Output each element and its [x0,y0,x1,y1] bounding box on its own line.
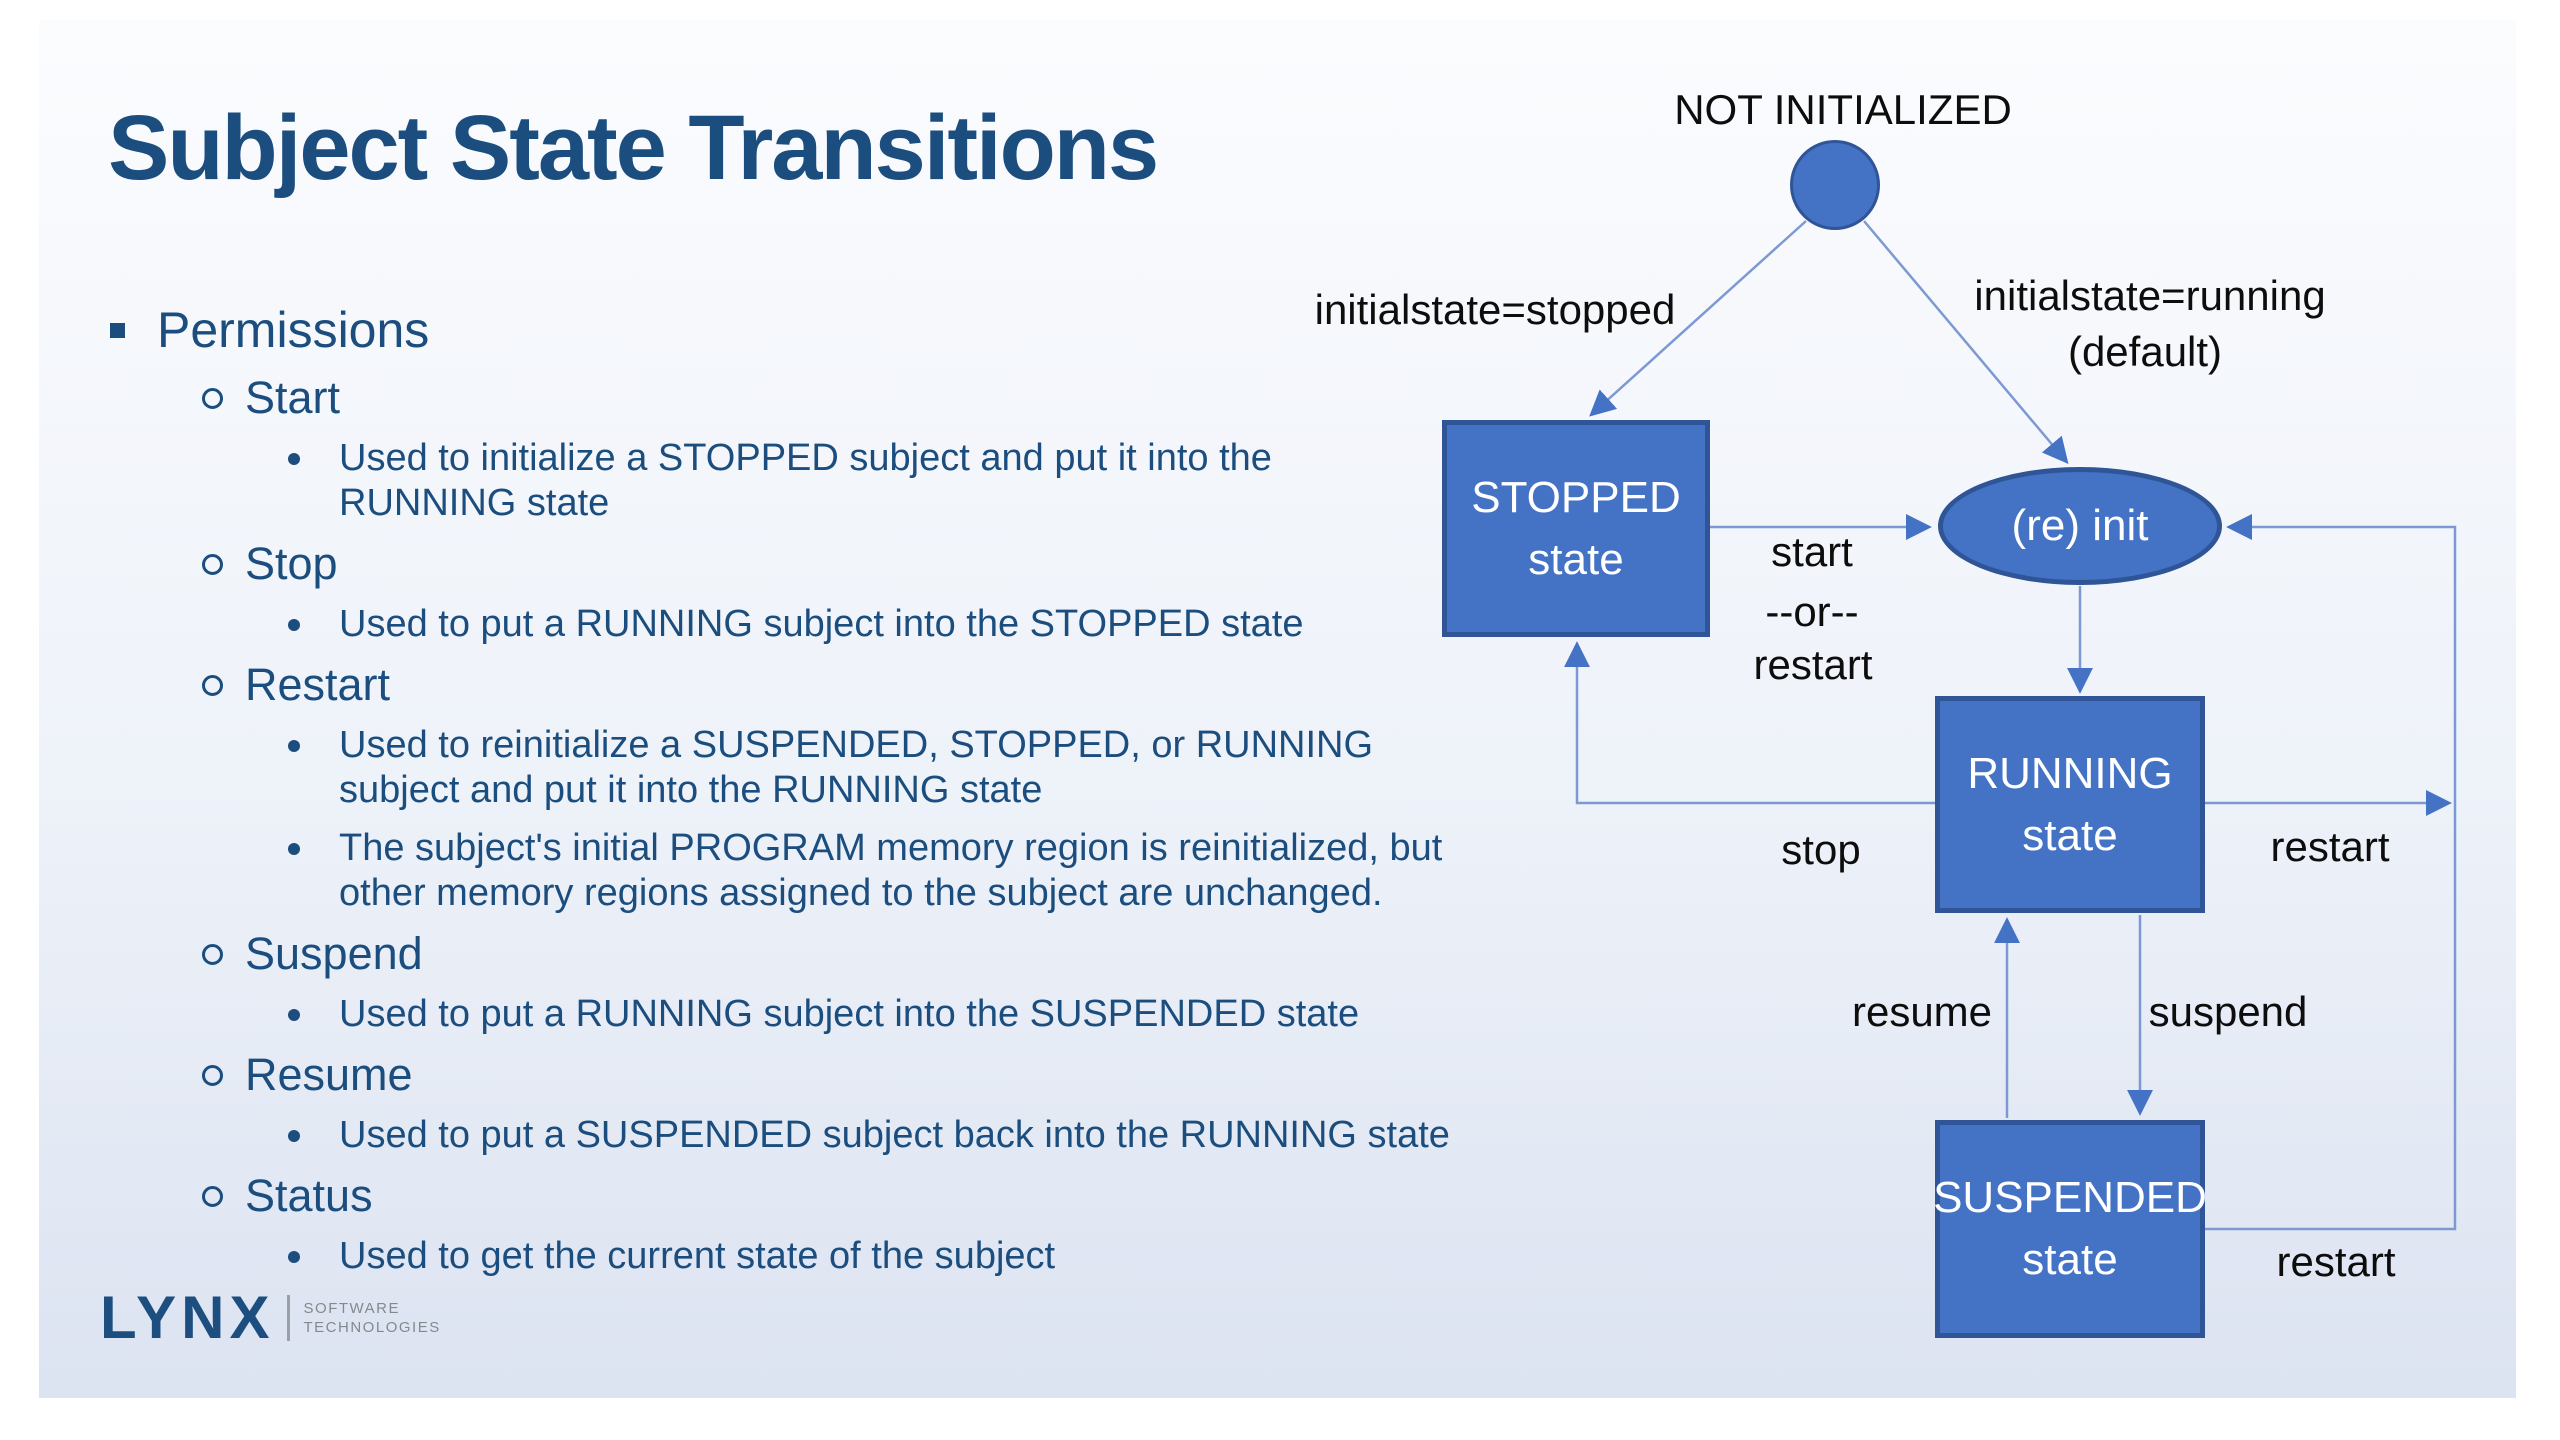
list-item-label: Status [245,1170,373,1221]
detail-text: Used to put a RUNNING subject into the S… [339,603,1304,645]
circle-bullet-icon [202,674,223,696]
list-item-label: Restart [245,659,391,710]
dot-bullet-icon [288,619,300,631]
list-detail: Used to get the current state of the sub… [288,1234,1570,1279]
edge-label-initialstate-stopped: initialstate=stopped [1314,286,1676,333]
dot-bullet-icon [288,1130,300,1142]
state-node-line: state [2022,1235,2118,1284]
logo-subtitle-line2: TECHNOLOGIES [303,1319,441,1336]
edge-label-initialstate-running: initialstate=running [1974,272,2326,319]
list-item-suspend: Suspend [202,929,1570,979]
list-heading-row: Permissions [110,300,1570,360]
list-item-resume: Resume [202,1050,1570,1100]
list-detail: Used to initialize a STOPPED subject and… [288,436,1570,526]
detail-text: Used to initialize a STOPPED subject and… [339,437,1272,524]
list-item-restart: Restart [202,660,1570,710]
dot-bullet-icon [288,1251,300,1263]
list-item-label: Stop [245,538,338,589]
list-item-status: Status [202,1171,1570,1221]
state-node-line: state [2022,810,2118,860]
list-detail: Used to reinitialize a SUSPENDED, STOPPE… [288,723,1570,813]
edge-label-start: start [1771,528,1853,575]
edge-label-default: (default) [2067,328,2223,375]
edge-label-restart-right: restart [2270,823,2390,870]
edge-label-resume: resume [1851,988,1993,1035]
list-item-label: Resume [245,1049,413,1100]
state-label-not-initialized: NOT INITIALIZED [1674,86,2012,133]
list-detail: Used to put a RUNNING subject into the S… [288,602,1570,647]
state-node-running: RUNNING state [1935,696,2205,913]
list-detail: Used to put a RUNNING subject into the S… [288,992,1570,1037]
edge-label-suspend: suspend [2148,988,2308,1035]
state-node-reinit: (re) init [1938,467,2222,585]
logo-divider [286,1295,290,1341]
dot-bullet-icon [288,843,300,855]
detail-text: Used to get the current state of the sub… [339,1235,1056,1277]
logo-subtitle-line1: SOFTWARE [303,1300,400,1317]
edge-label-stop: stop [1781,826,1861,873]
list-detail: Used to put a SUSPENDED subject back int… [288,1113,1570,1158]
circle-bullet-icon [202,387,223,409]
edge-label-or: --or-- [1765,588,1859,635]
edge-label-restart-mid: restart [1753,641,1873,688]
circle-bullet-icon [202,553,223,575]
state-node-line: STOPPED [1471,472,1681,522]
lynx-wordmark: LYNX [100,1284,275,1351]
state-node-suspended: SUSPENDED state [1933,1120,2207,1338]
dot-bullet-icon [288,740,300,752]
state-node-line: RUNNING [1967,748,2173,798]
circle-bullet-icon [202,1185,223,1207]
state-node-not-initialized [1790,140,1880,230]
detail-text: The subject's initial PROGRAM memory reg… [339,827,1443,914]
list-heading: Permissions [157,302,430,358]
permissions-list: Permissions Start Used to initialize a S… [110,300,1570,1279]
page-title: Subject State Transitions [108,97,1159,199]
state-node-line: (re) init [2011,501,2149,550]
state-node-line: state [1528,534,1624,584]
list-item-label: Suspend [245,928,423,979]
list-item-label: Start [245,372,341,423]
list-item-start: Start [202,373,1570,423]
circle-bullet-icon [202,1064,223,1086]
state-node-stopped: STOPPED state [1442,420,1710,637]
detail-text: Used to put a RUNNING subject into the S… [339,993,1360,1035]
detail-text: Used to reinitialize a SUSPENDED, STOPPE… [339,724,1374,811]
circle-bullet-icon [202,943,223,965]
edge-label-restart-bottom: restart [2276,1238,2396,1285]
logo-subtitle: SOFTWARE TECHNOLOGIES [304,1299,441,1337]
state-node-line: SUSPENDED [1933,1173,2207,1222]
dot-bullet-icon [288,453,300,465]
dot-bullet-icon [288,1009,300,1021]
detail-text: Used to put a SUSPENDED subject back int… [339,1114,1450,1156]
list-detail: The subject's initial PROGRAM memory reg… [288,826,1570,916]
list-item-stop: Stop [202,539,1570,589]
square-bullet-icon [110,322,125,338]
lynx-logo: LYNX SOFTWARE TECHNOLOGIES [100,1284,441,1351]
